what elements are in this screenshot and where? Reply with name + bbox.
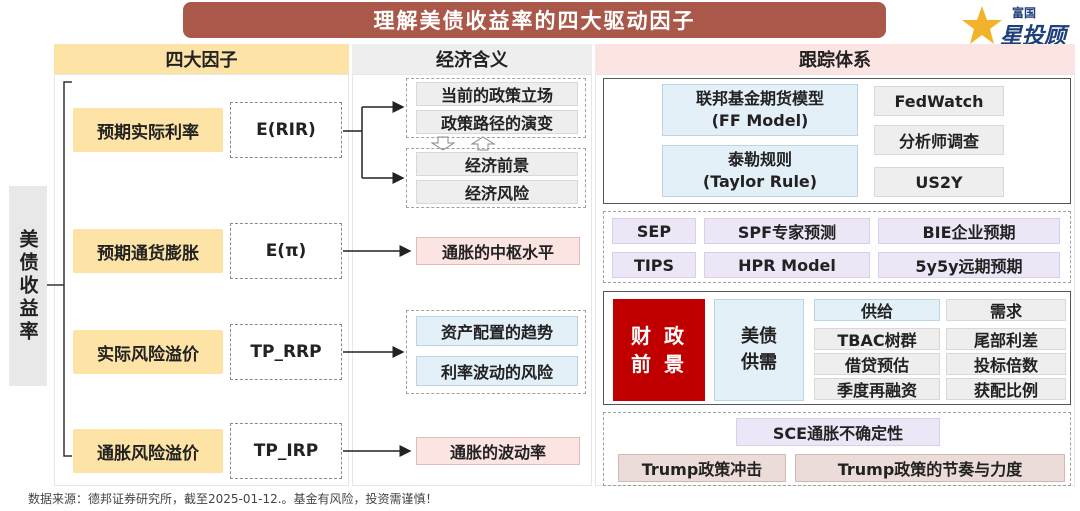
five-y-five-y-box: 5y5y远期预期 [878,252,1060,278]
us-treasury-yield-label: 美债收益率 [9,186,47,386]
supply-item-quarterly-refunding: 季度再融资 [814,378,940,400]
header-tracking: 跟踪体系 [595,44,1075,74]
factor-real-risk-premium: 实际风险溢价 [73,330,223,374]
logo-small-text: 富国 [1012,6,1037,20]
supply-item-borrowing-estimate: 借贷预估 [814,353,940,375]
analyst-survey-box: 分析师调查 [874,125,1004,155]
header-meaning: 经济含义 [352,44,592,74]
meaning-group-economy [406,148,586,208]
formula-e-rir: E(RIR) [230,102,342,158]
tracking-rir-group [603,78,1071,204]
tracking-irp-group [603,412,1071,486]
meaning-economic-outlook: 经济前景 [416,152,578,176]
taylor-rule-box: 泰勒规则 (Taylor Rule) [662,145,858,197]
meaning-policy-path: 政策路径的演变 [416,110,578,134]
bie-box: BIE企业预期 [878,218,1060,244]
demand-item-bid-to-cover: 投标倍数 [946,353,1066,375]
meaning-group-policy [406,78,586,138]
meaning-rate-volatility-risk: 利率波动的风险 [416,356,578,386]
page-title: 理解美债收益率的四大驱动因子 [183,2,886,38]
meaning-economic-risk: 经济风险 [416,180,578,204]
demand-item-tail-spread: 尾部利差 [946,328,1066,350]
factor-inflation-risk-premium: 通胀风险溢价 [73,429,223,473]
factor-expected-inflation: 预期通货膨胀 [73,229,223,273]
tracking-rrp-group [603,291,1071,405]
star-icon [962,6,1002,44]
spf-box: SPF专家预测 [704,218,870,244]
factor-expected-real-rate: 预期实际利率 [73,108,223,152]
hpr-model-box: HPR Model [704,252,870,278]
meaning-inflation-volatility: 通胀的波动率 [416,437,580,465]
supply-header: 供给 [814,299,940,321]
factors-panel [54,74,349,486]
formula-tp-rrp: TP_RRP [230,324,342,380]
meaning-asset-allocation: 资产配置的趋势 [416,316,578,346]
sce-box: SCE通胀不确定性 [736,418,940,446]
demand-item-allotment-ratio: 获配比例 [946,378,1066,400]
meaning-inflation-anchor: 通胀的中枢水平 [416,237,580,265]
demand-header: 需求 [946,299,1066,321]
ust-supply-demand-box: 美债 供需 [714,299,804,401]
fedwatch-box: FedWatch [874,86,1004,116]
meaning-policy-stance: 当前的政策立场 [416,82,578,106]
sep-box: SEP [612,218,696,244]
tips-box: TIPS [612,252,696,278]
formula-e-pi: E(π) [230,223,342,279]
trump-shock-box: Trump政策冲击 [618,454,786,482]
fiscal-outlook-box: 财 政 前 景 [613,299,705,401]
meaning-panel [352,74,592,486]
supply-item-tbac: TBAC树群 [814,328,940,350]
formula-tp-irp: TP_IRP [230,423,342,479]
meaning-group-rrp [406,310,586,394]
trump-rhythm-box: Trump政策的节奏与力度 [795,454,1065,482]
ff-model-box: 联邦基金期货模型 (FF Model) [662,84,858,136]
tracking-pi-group [603,211,1071,283]
header-factors: 四大因子 [54,44,349,74]
source-footnote: 数据来源：德邦证券研究所，截至2025-01-12.。基金有风险，投资需谨慎！ [28,492,438,506]
us2y-box: US2Y [874,167,1004,197]
